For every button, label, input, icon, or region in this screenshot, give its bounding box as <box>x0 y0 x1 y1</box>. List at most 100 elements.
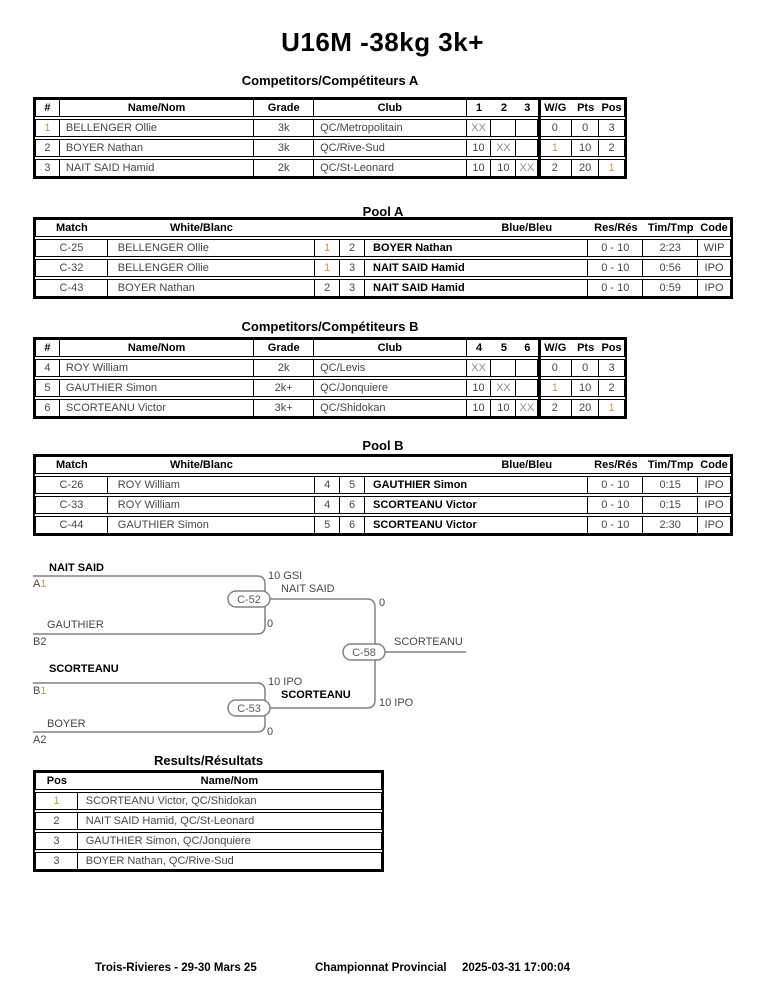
match-code: C-44 <box>36 517 108 533</box>
competitor-row: 1 BELLENGER Ollie 3k QC/Metropolitain XX… <box>35 119 625 137</box>
position-cell: 1 <box>608 162 615 174</box>
col-header: Res/Rés <box>594 222 638 234</box>
code-cell: IPO <box>704 262 724 274</box>
table-header-row: # Name/Nom Grade Club 4 5 6 W/G Pts Pos <box>35 339 625 357</box>
col-header: Pts <box>577 102 595 114</box>
result-position: 3 <box>36 853 78 869</box>
table-header-row: # Name/Nom Grade Club 1 2 3 W/G Pts Pos <box>35 99 625 117</box>
white-name: BELLENGER Ollie <box>108 260 316 276</box>
bracket-final-bottom-score: 10 IPO <box>379 697 414 709</box>
bracket-semi2-top-seed: B1 <box>33 685 47 697</box>
result-cell: 0 - 10 <box>588 517 644 533</box>
points-cell: 10 <box>572 380 600 396</box>
bracket-semi2-bottom-score: 0 <box>267 726 274 738</box>
competitor-name: GAUTHIER Simon <box>60 380 255 396</box>
col-header: Match <box>55 222 88 234</box>
col-header: # <box>36 100 60 116</box>
score-cell: 10 <box>491 400 517 416</box>
competitor-grade: 2k <box>254 360 315 376</box>
time-cell: 0:15 <box>643 477 699 493</box>
table-header-row: Pos Name/Nom <box>35 772 382 790</box>
score-cell: XX <box>491 380 517 396</box>
competitor-number: 3 <box>36 160 60 176</box>
white-name: BELLENGER Ollie <box>108 240 316 256</box>
white-number: 4 <box>315 477 341 493</box>
score-cell: 10 <box>467 140 492 156</box>
bracket-semi2-top-score: 10 IPO <box>268 676 303 688</box>
competitor-row: 4 ROY William 2k QC/Levis XX 0 0 3 <box>35 359 625 377</box>
competitor-name: NAIT SAID Hamid <box>60 160 255 176</box>
blue-number: 3 <box>340 260 366 276</box>
competitor-club: QC/Rive-Sud <box>314 140 467 156</box>
footer-event: Championnat Provincial <box>315 962 447 974</box>
result-cell: 0 - 10 <box>588 260 644 276</box>
col-header: 4 <box>475 342 483 354</box>
competitor-club: QC/Metropolitain <box>314 120 467 136</box>
pool-b-title: Pool B <box>362 438 404 453</box>
result-position: 1 <box>36 793 78 809</box>
competitor-number: 4 <box>36 360 60 376</box>
result-position: 2 <box>36 813 78 829</box>
table-header-row: Match White/Blanc Blue/Bleu Res/Rés Tim/… <box>35 219 731 237</box>
bracket-final-top-score: 0 <box>379 597 386 609</box>
wins-cell: 0 <box>538 360 573 376</box>
col-header: 3 <box>524 102 531 114</box>
blue-number: 3 <box>340 280 366 296</box>
time-cell: 2:30 <box>643 517 699 533</box>
blue-name: BOYER Nathan <box>365 240 589 256</box>
competitor-number: 1 <box>36 120 60 136</box>
match-code: C-26 <box>36 477 108 493</box>
wg-divider <box>538 339 541 417</box>
bracket-semi1-bottom-seed: B2 <box>33 636 47 648</box>
score-cell <box>491 120 517 136</box>
match-code: C-25 <box>36 240 108 256</box>
white-number: 2 <box>315 280 341 296</box>
result-row: 3 GAUTHIER Simon, QC/Jonquiere <box>35 832 382 850</box>
col-header: Club <box>314 100 467 116</box>
col-header <box>315 457 340 473</box>
competitor-row: 3 NAIT SAID Hamid 2k QC/St-Leonard 10 10… <box>35 159 625 177</box>
score-cell <box>516 120 539 136</box>
code-cell: IPO <box>704 282 724 294</box>
col-header: Name/Nom <box>60 340 255 356</box>
match-badge-c53-label: C-53 <box>237 703 261 715</box>
col-header: W/G <box>544 102 567 114</box>
competitor-grade: 3k <box>254 120 315 136</box>
code-cell: IPO <box>704 519 724 531</box>
col-header: 1 <box>475 102 483 114</box>
footer-venue-date: Trois-Rivieres - 29-30 Mars 25 <box>95 962 257 974</box>
score-cell: 10 <box>467 380 492 396</box>
match-row: C-43 BOYER Nathan 2 3 NAIT SAID Hamid 0 … <box>35 279 731 297</box>
bracket-semi1-winner: NAIT SAID <box>281 583 335 595</box>
match-code: C-33 <box>36 497 108 513</box>
position-cell: 3 <box>608 362 615 374</box>
blue-name: SCORTEANU Victor <box>365 497 589 513</box>
blue-name: GAUTHIER Simon <box>365 477 589 493</box>
col-header: Res/Rés <box>594 459 638 471</box>
col-header: Name/Nom <box>60 100 255 116</box>
competitor-grade: 3k <box>254 140 315 156</box>
code-cell: WIP <box>703 242 725 254</box>
white-number: 1 <box>315 260 341 276</box>
bracket-semi1-top-name: NAIT SAID <box>49 562 104 574</box>
pool-b-table: Match White/Blanc Blue/Bleu Res/Rés Tim/… <box>33 454 733 536</box>
score-cell: 10 <box>491 160 517 176</box>
blue-number: 5 <box>340 477 366 493</box>
footer-timestamp: 2025-03-31 17:00:04 <box>462 962 571 974</box>
pool-a-table: Match White/Blanc Blue/Bleu Res/Rés Tim/… <box>33 217 733 299</box>
page-title: U16M -38kg 3k+ <box>281 27 484 57</box>
blue-name: NAIT SAID Hamid <box>365 280 589 296</box>
col-header: W/G <box>544 342 567 354</box>
white-name: ROY William <box>108 497 316 513</box>
match-code: C-32 <box>36 260 108 276</box>
match-code: C-43 <box>36 280 108 296</box>
white-name: GAUTHIER Simon <box>108 517 316 533</box>
competitor-row: 2 BOYER Nathan 3k QC/Rive-Sud 10 XX 1 10… <box>35 139 625 157</box>
result-cell: 0 - 10 <box>588 240 644 256</box>
match-row: C-44 GAUTHIER Simon 5 6 SCORTEANU Victor… <box>35 516 731 534</box>
results-title: Results/Résultats <box>153 753 264 768</box>
wg-divider <box>538 99 541 177</box>
blue-number: 2 <box>340 240 366 256</box>
competitors-b-table: # Name/Nom Grade Club 4 5 6 W/G Pts Pos … <box>33 337 627 419</box>
result-name: SCORTEANU Victor, QC/Shidokan <box>85 795 257 807</box>
